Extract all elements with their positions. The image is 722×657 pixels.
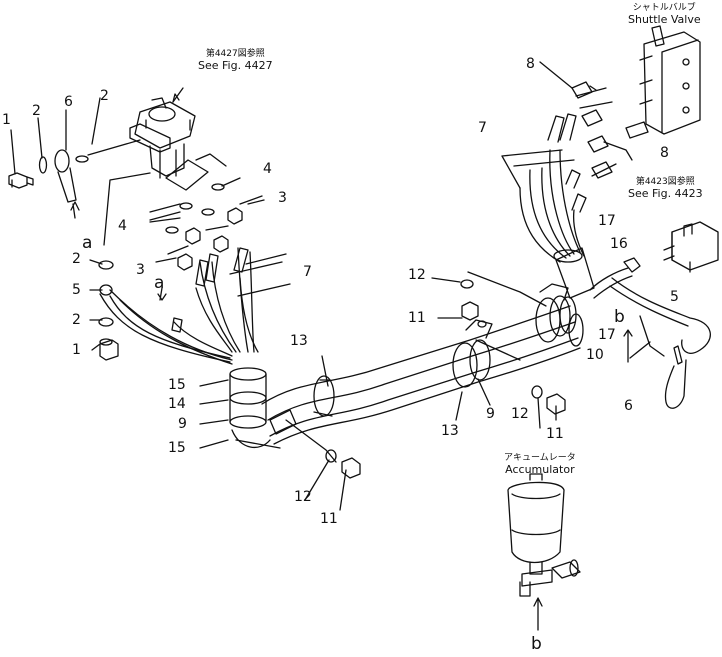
- leader-7-right: [501, 149, 575, 189]
- callout-8-right: 8: [660, 145, 669, 161]
- arrow-a-down: [157, 287, 167, 301]
- leader-valve-to-a: [103, 172, 151, 246]
- washer-bolt-top: [460, 279, 479, 321]
- callout-17-top: 17: [598, 213, 616, 229]
- leader-8-top: [575, 87, 613, 109]
- plug-part-1: [99, 338, 119, 361]
- callout-3-upper: 3: [278, 190, 287, 206]
- ref-fig4423: 第4423図参照 See Fig. 4423: [628, 176, 703, 200]
- o-ring-part-2b: [75, 155, 89, 163]
- leader-13a: [321, 355, 329, 387]
- callout-16: 16: [610, 236, 628, 252]
- ref-shuttle-en: Shuttle Valve: [628, 13, 701, 26]
- callout-15-top: 15: [168, 377, 186, 393]
- callout-1-low: 1: [72, 342, 81, 358]
- ppc-valve: [129, 87, 196, 179]
- callout-5-left: 5: [72, 282, 81, 298]
- callout-8-top: 8: [526, 56, 535, 72]
- callout-10: 10: [586, 347, 604, 363]
- adapters-part-3: [177, 207, 243, 271]
- callout-7-right: 7: [478, 120, 487, 136]
- callout-11-top: 11: [408, 310, 426, 326]
- callout-2-top-right: 2: [100, 88, 109, 104]
- hose-sleeve-part-16: [553, 247, 595, 299]
- clamps-part-13: [313, 375, 335, 417]
- ref-fig4427-en: See Fig. 4427: [198, 59, 273, 72]
- callout-9-left: 9: [178, 416, 187, 432]
- o-ring-2c: [98, 260, 114, 270]
- callout-12-lower: 12: [294, 489, 312, 505]
- callout-14: 14: [168, 396, 186, 412]
- label-a-lower: a: [154, 273, 165, 293]
- ref-fig4423-en: See Fig. 4423: [628, 187, 703, 200]
- shuttle-valve: [625, 25, 701, 139]
- callout-5-right: 5: [670, 289, 679, 305]
- callout-12-top: 12: [408, 267, 426, 283]
- hose-part-6-right: [609, 277, 711, 409]
- o-ring-part-2: [38, 156, 48, 174]
- ref-shuttle-jp: シャトルバルブ: [632, 3, 696, 13]
- callout-15-bottom: 15: [168, 440, 186, 456]
- ref-fig4427: 第4427図参照 See Fig. 4427: [198, 48, 273, 72]
- leader-to-12-right: [475, 339, 521, 361]
- callout-6-right: 6: [624, 398, 633, 414]
- leader-13b: [455, 391, 463, 421]
- arrow-b-up: [623, 329, 633, 363]
- callout-3-lower: 3: [136, 262, 145, 278]
- arrow-a-up: [70, 201, 80, 219]
- callout-4-upper: 4: [263, 161, 272, 177]
- callout-2-low: 2: [72, 312, 81, 328]
- callout-2-top: 2: [32, 103, 41, 119]
- leader-9-left: [235, 439, 281, 449]
- leader-to-12-lower: [285, 419, 337, 463]
- leader-valve-to-2: [87, 139, 141, 156]
- accumulator: [507, 473, 581, 597]
- callout-13-right: 13: [441, 423, 459, 439]
- washer-bolt-lower: [325, 449, 361, 479]
- hose-bundle-right: [519, 113, 587, 263]
- elbow-fitting-part-6: [54, 149, 77, 203]
- ref-accum-jp: アキュームレータ: [504, 453, 576, 463]
- leader-12-top: [467, 271, 547, 307]
- leader-8a: [539, 61, 573, 89]
- label-b-bottom: b: [531, 634, 542, 654]
- o-rings-part-4: [165, 183, 225, 234]
- callout-4-lower: 4: [118, 218, 127, 234]
- leader-7-left: [229, 253, 291, 297]
- hose-bundle-left: [109, 247, 259, 365]
- ref-accum-en: Accumulator: [505, 463, 575, 476]
- clamp-stack-left: [229, 367, 297, 449]
- callout-1-top: 1: [2, 112, 11, 128]
- washer-bolt-right: [531, 385, 566, 415]
- label-a-upper: a: [82, 233, 93, 253]
- arrow-b-accum: [533, 597, 543, 631]
- callout-2-mid: 2: [72, 251, 81, 267]
- ref-shuttle-valve: シャトルバルブ Shuttle Valve: [628, 2, 701, 26]
- label-b-right: b: [614, 307, 625, 327]
- o-ring-2d: [98, 317, 114, 327]
- callout-7-left: 7: [303, 264, 312, 280]
- elbows-part-8: [571, 81, 613, 179]
- clamp-part-10-right: [535, 283, 571, 343]
- callout-6-top: 6: [64, 94, 73, 110]
- bracket-leaders: [165, 153, 227, 191]
- elbow-fitting-part-1: [8, 172, 34, 189]
- callout-17-bottom: 17: [598, 327, 616, 343]
- callout-11-lower: 11: [320, 511, 338, 527]
- leader-9b: [477, 378, 491, 406]
- callout-12-right: 12: [511, 406, 529, 422]
- callout-13-left: 13: [290, 333, 308, 349]
- ref-fig4427-jp: 第4427図参照: [205, 49, 265, 59]
- callout-11-right: 11: [546, 426, 564, 442]
- valve-block-fig4423: [663, 221, 719, 273]
- ref-fig4423-jp: 第4423図参照: [635, 177, 695, 187]
- hose-part-5-right: [589, 257, 641, 299]
- ref-accumulator: アキュームレータ Accumulator: [504, 452, 576, 476]
- clamp-part-9-center: [452, 319, 493, 388]
- callout-9-center: 9: [486, 406, 495, 422]
